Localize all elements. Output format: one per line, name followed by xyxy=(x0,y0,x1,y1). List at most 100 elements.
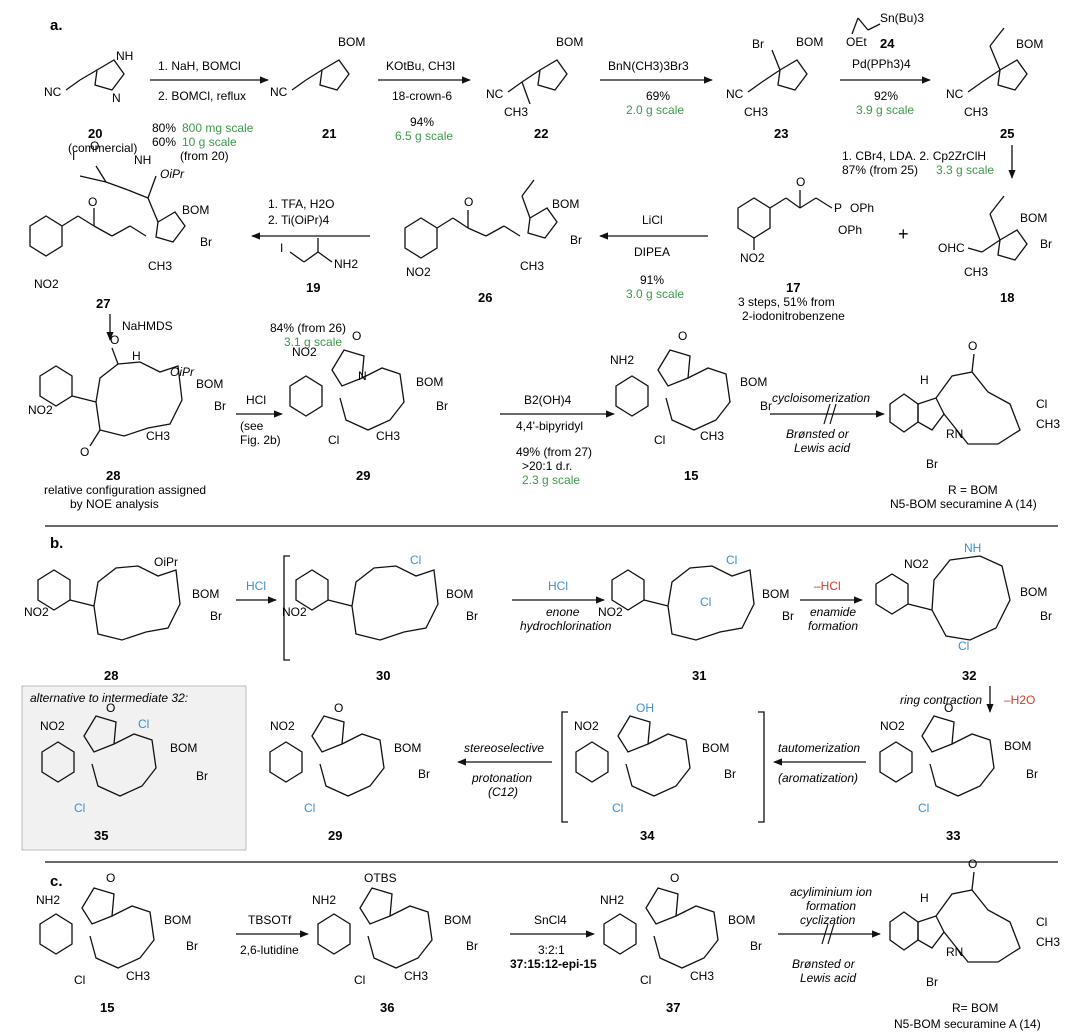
atom-br-36: Br xyxy=(466,939,478,953)
atom-o-26: O xyxy=(464,195,473,209)
atom-br-35: Br xyxy=(196,769,208,783)
b-prot1: stereoselective xyxy=(464,741,544,755)
compound-26-structure xyxy=(404,179,558,259)
atom-ch3-23: CH3 xyxy=(744,105,768,119)
r9-note2: Fig. 2b) xyxy=(240,433,281,447)
atom-o-15c: O xyxy=(106,871,115,885)
atom-br-31: Br xyxy=(782,609,794,623)
r4-cmpd: 24 xyxy=(880,36,895,51)
atom-h-14c: H xyxy=(920,891,929,905)
atom-o-27b: O xyxy=(88,195,97,209)
atom-ch3-18: CH3 xyxy=(964,265,988,279)
atom-br-29b: Br xyxy=(418,767,430,781)
atom-bom-33: BOM xyxy=(1004,739,1031,753)
atom-no2-31: NO2 xyxy=(598,605,623,619)
atom-br-18: Br xyxy=(1040,237,1052,251)
compound-27-structure xyxy=(29,165,186,257)
cmpd-28-id: 28 xyxy=(106,468,120,483)
atom-o-29b: O xyxy=(334,701,343,715)
r10-dr: >20:1 d.r. xyxy=(522,459,572,473)
atom-ch3-25: CH3 xyxy=(964,105,988,119)
cmpd-17-id: 17 xyxy=(786,280,800,295)
atom-o-33: O xyxy=(944,701,953,715)
compound-17-structure xyxy=(737,190,833,250)
r7-s: 3.1 g scale xyxy=(284,335,342,349)
atom-oph1-17: OPh xyxy=(850,201,874,215)
stannane-24-structure xyxy=(851,17,881,35)
cmpd-29b-id: 29 xyxy=(328,828,342,843)
r7-reag2: 2. Ti(OiPr)4 xyxy=(268,213,330,227)
b-hcl2note2: hydrochlorination xyxy=(520,619,612,633)
atom-br-34: Br xyxy=(724,767,736,781)
c-r3-reag1: acyliminium ion xyxy=(790,885,872,899)
atom-nc-21: NC xyxy=(270,85,288,99)
atom-no2-27: NO2 xyxy=(34,277,59,291)
r8-reag: NaHMDS xyxy=(122,319,173,333)
compound-21-structure xyxy=(291,59,350,91)
atom-no2-17: NO2 xyxy=(740,251,765,265)
c-r2-reag2: 3:2:1 xyxy=(538,943,565,957)
atom-no2-28b: NO2 xyxy=(24,605,49,619)
section-b-label: b. xyxy=(50,535,63,552)
r4-stannane: Sn(Bu)3 xyxy=(880,11,924,25)
r1-y1s: 800 mg scale xyxy=(182,121,254,135)
cmpd-36-id: 36 xyxy=(380,1000,394,1015)
cmpd-34-id: 34 xyxy=(640,828,655,843)
compound-28-b-structure xyxy=(37,565,181,641)
atom-nh2-19: NH2 xyxy=(334,257,358,271)
cmpd-25-id: 25 xyxy=(1000,126,1014,141)
atom-bom-15c: BOM xyxy=(164,913,191,927)
atom-br-27: Br xyxy=(200,235,212,249)
cmpd-27-id: 27 xyxy=(96,296,110,311)
r2-y: 94% xyxy=(410,115,434,129)
cmpd-21-id: 21 xyxy=(322,126,336,141)
r7-cmpd: 19 xyxy=(306,280,320,295)
bracket-left xyxy=(283,555,290,661)
atom-cl-14a: Cl xyxy=(1036,397,1047,411)
atom-br-28: Br xyxy=(214,399,226,413)
r4-oet: OEt xyxy=(846,35,867,49)
atom-ch3-15: CH3 xyxy=(700,429,724,443)
cmpd-37-id: 37 xyxy=(666,1000,680,1015)
cmpd-28b-id: 28 xyxy=(104,668,118,683)
atom-cl-31a: Cl xyxy=(726,553,737,567)
r3-reag: BnN(CH3)3Br3 xyxy=(608,59,689,73)
atom-o-14a: O xyxy=(968,339,977,353)
compound-25-structure xyxy=(967,27,1028,93)
c-r3-reag2: formation xyxy=(806,899,856,913)
r5-s: 3.3 g scale xyxy=(936,163,994,177)
atom-cl-34: Cl xyxy=(612,801,623,815)
atom-cl-37: Cl xyxy=(640,973,651,987)
compound-29-b-structure xyxy=(269,715,385,797)
atom-bom-32: BOM xyxy=(1020,585,1047,599)
cmpd-29-id: 29 xyxy=(356,468,370,483)
atom-o-29: O xyxy=(352,329,361,343)
atom-br-29: Br xyxy=(436,399,448,413)
cmpd-14-name: N5-BOM securamine A (14) xyxy=(890,497,1037,511)
atom-oipr-28: OiPr xyxy=(170,365,195,379)
atom-no2-29: NO2 xyxy=(292,345,317,359)
atom-br-30: Br xyxy=(466,609,478,623)
atom-bom-22: BOM xyxy=(556,35,583,49)
r11-reag2: Brønsted or xyxy=(786,427,850,441)
atom-no2-26: NO2 xyxy=(406,265,431,279)
compound-31-structure xyxy=(611,565,755,641)
atom-nh-27: NH xyxy=(134,153,151,167)
atom-no2-35: NO2 xyxy=(40,719,65,733)
b-prot3: (C12) xyxy=(488,785,518,799)
r6-reag1: LiCl xyxy=(642,213,663,227)
atom-ch3-28: CH3 xyxy=(146,429,170,443)
atom-bom-23: BOM xyxy=(796,35,823,49)
atom-i-19: I xyxy=(280,241,283,255)
compound-37-structure xyxy=(603,887,719,969)
r1-reag2: 2. BOMCl, reflux xyxy=(158,89,246,103)
atom-bom-26: BOM xyxy=(552,197,579,211)
b-ring: ring contraction xyxy=(900,693,982,707)
atom-ch3-29: CH3 xyxy=(376,429,400,443)
compound-32-structure xyxy=(875,555,1011,641)
compound-28-structure xyxy=(39,347,183,447)
alt-intermediate-box xyxy=(21,685,247,851)
atom-ch3-14a: CH3 xyxy=(1036,417,1060,431)
atom-nc-22: NC xyxy=(486,87,504,101)
atom-cl-29b: Cl xyxy=(304,801,315,815)
